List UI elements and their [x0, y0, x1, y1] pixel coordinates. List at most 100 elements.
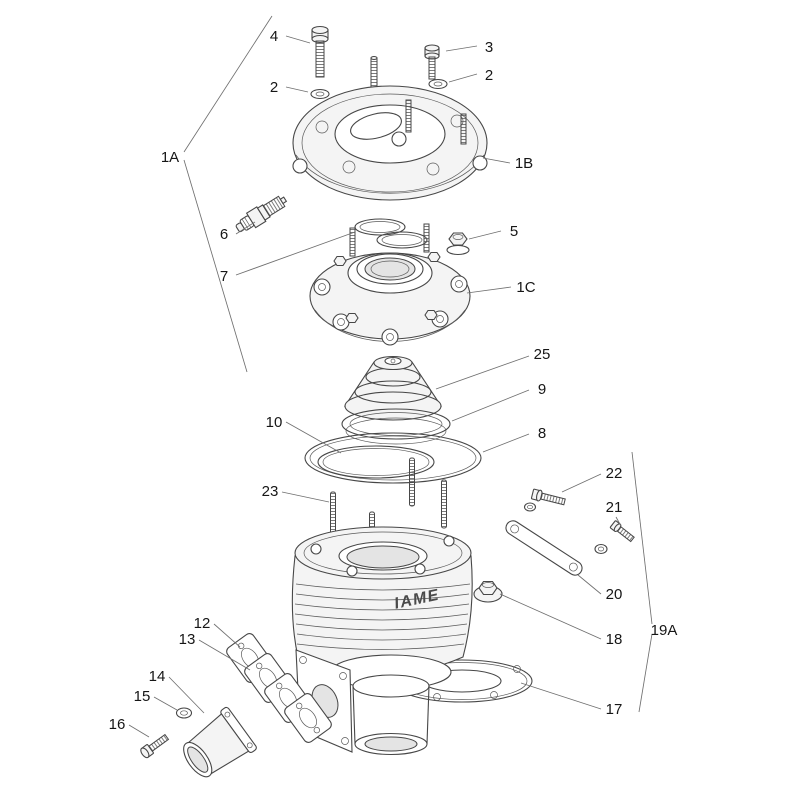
part-combustion-insert [343, 355, 443, 421]
callout-22: 22 [561, 465, 623, 493]
part-o-ring-outer [304, 432, 482, 484]
part-cover-bolt-short [424, 44, 440, 80]
leader-7 [235, 231, 356, 276]
callout-13: 13 [179, 631, 251, 671]
callout-20: 20 [577, 574, 623, 603]
leader-21 [615, 516, 622, 527]
part-exhaust-manifold [183, 706, 257, 778]
leader-19A-bottom [638, 633, 653, 713]
leader-13 [198, 639, 251, 671]
label-1B: 1B [515, 155, 533, 172]
callout-23: 23 [262, 483, 330, 503]
callout-2-left: 2 [270, 79, 309, 96]
callout-19A: 19A [631, 451, 678, 713]
part-exhaust-washer [175, 707, 193, 719]
label-15: 15 [134, 688, 151, 705]
callout-12: 12 [194, 615, 241, 648]
label-2-left: 2 [270, 79, 278, 96]
label-16: 16 [109, 716, 126, 733]
part-o-ring-inner [317, 445, 435, 479]
leader-9 [451, 389, 530, 422]
leader-8 [482, 433, 530, 453]
part-screw-a [530, 488, 566, 506]
leader-20 [577, 574, 602, 595]
leader-25 [435, 355, 530, 390]
leader-23 [281, 491, 330, 503]
part-washer-left [310, 88, 330, 100]
part-small-o-rings [354, 218, 428, 249]
leader-2-left [285, 86, 309, 93]
leader-4 [285, 35, 311, 44]
part-screw-b-washer [594, 543, 608, 555]
leader-1A-top [183, 15, 273, 153]
callout-2-right: 2 [448, 67, 493, 84]
part-flange-nut [446, 232, 470, 256]
leader-3 [445, 45, 478, 52]
callout-17: 17 [520, 682, 623, 718]
callout-10: 10 [266, 414, 342, 454]
leader-12 [213, 623, 241, 648]
leader-6 [235, 221, 256, 235]
label-12: 12 [194, 615, 211, 632]
label-1A: 1A [161, 149, 179, 166]
callout-21: 21 [606, 499, 623, 527]
callout-9: 9 [451, 381, 546, 422]
part-spark-plug [235, 195, 288, 233]
callout-16: 16 [109, 716, 150, 738]
label-2-right: 2 [485, 67, 493, 84]
leader-22 [561, 473, 602, 493]
leader-19A-top [631, 451, 653, 625]
part-screw-b [609, 520, 635, 543]
leader-2-right [448, 73, 478, 83]
leader-1B [482, 157, 511, 164]
label-13: 13 [179, 631, 196, 648]
part-exhaust-bolt [140, 733, 170, 759]
callout-15: 15 [134, 688, 178, 711]
leader-1C [466, 286, 512, 294]
label-18: 18 [606, 631, 623, 648]
callout-14: 14 [149, 668, 205, 714]
label-25: 25 [534, 346, 551, 363]
part-cylinder-nut [473, 580, 503, 603]
callout-18: 18 [499, 593, 623, 648]
callout-7: 7 [220, 231, 356, 285]
label-14: 14 [149, 668, 166, 685]
label-10: 10 [266, 414, 283, 431]
callout-4: 4 [270, 28, 311, 45]
part-cover-bolt-long [311, 25, 329, 78]
label-17: 17 [606, 701, 623, 718]
part-bracket-strap [505, 520, 583, 576]
callout-25: 25 [435, 346, 551, 390]
leader-5 [468, 230, 502, 240]
part-washer-right [428, 78, 448, 90]
label-19A: 19A [651, 622, 678, 639]
leader-18 [499, 593, 602, 640]
callout-3: 3 [445, 39, 493, 56]
label-23: 23 [262, 483, 279, 500]
callout-5: 5 [468, 223, 518, 240]
leader-15 [153, 696, 178, 711]
label-22: 22 [606, 465, 623, 482]
leader-17 [520, 682, 602, 710]
part-exhaust-spacer-2 [284, 693, 332, 743]
callout-1A: 1A [161, 15, 273, 373]
label-7: 7 [220, 268, 228, 285]
label-6: 6 [220, 226, 228, 243]
callout-8: 8 [482, 425, 546, 453]
callout-1B: 1B [482, 155, 533, 172]
label-1C: 1C [516, 279, 535, 296]
part-cylinder-head-inner [309, 223, 471, 346]
leader-14 [168, 676, 205, 714]
label-9: 9 [538, 381, 546, 398]
label-3: 3 [485, 39, 493, 56]
label-4: 4 [270, 28, 278, 45]
label-21: 21 [606, 499, 623, 516]
label-8: 8 [538, 425, 546, 442]
part-cylinder-head-cover [292, 85, 488, 201]
label-20: 20 [606, 586, 623, 603]
leader-10 [285, 421, 342, 454]
callout-1C: 1C [466, 279, 536, 296]
part-screw-a-washer [523, 502, 537, 512]
